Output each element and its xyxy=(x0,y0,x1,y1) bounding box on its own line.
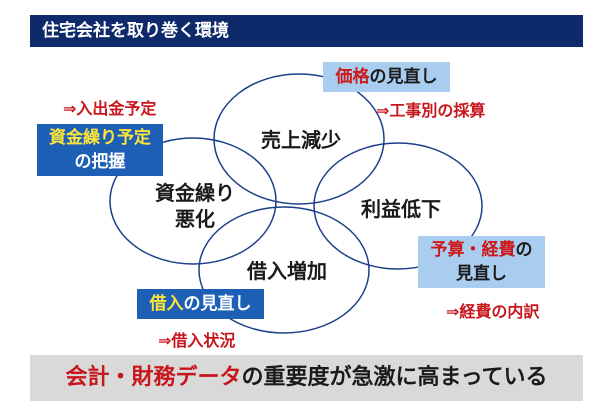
box-cashplan-highlight: 資金繰り予定 xyxy=(49,128,151,148)
ring-profit xyxy=(313,142,483,270)
ring-debt xyxy=(198,206,370,334)
footer-message: 会計・財務データの重要度が急激に高まっている xyxy=(30,355,583,401)
box-budget-highlight: 予算・経費 xyxy=(430,240,516,260)
label-cashflow-line2: 悪化 xyxy=(175,207,215,231)
box-budget-rest: の xyxy=(515,240,533,260)
footer-red-text: 会計・財務データ xyxy=(65,365,242,390)
label-profit-decline: 利益低下 xyxy=(361,197,441,221)
box-budget-review: 予算・経費の 見直し xyxy=(418,236,545,288)
arrow-cash-in-out: ⇒入出金予定 xyxy=(63,99,157,118)
box-budget-line2: 見直し xyxy=(456,264,507,284)
box-loan-rest: の見直し xyxy=(183,294,252,314)
ring-sales xyxy=(213,73,385,205)
label-cashflow-line1: 資金繰り xyxy=(155,181,235,205)
label-sales-decline: 売上減少 xyxy=(261,128,341,152)
page-title: 住宅会社を取り巻く環境 xyxy=(30,15,583,47)
footer-rest-text: の重要度が急激に高まっている xyxy=(241,365,548,390)
ring-cash xyxy=(109,137,277,265)
label-cashflow-worse: 資金繰り 悪化 xyxy=(145,180,245,232)
label-debt-increase: 借入増加 xyxy=(247,259,327,283)
box-price-review: 価格の見直し xyxy=(323,62,450,92)
box-price-rest: の見直し xyxy=(369,67,438,87)
box-cashplan: 資金繰り予定 の把握 xyxy=(37,124,163,176)
box-loan-review: 借入の見直し xyxy=(137,289,264,319)
arrow-loan-status: ⇒借入状況 xyxy=(158,331,236,350)
arrow-by-project: ⇒工事別の採算 xyxy=(376,101,486,120)
box-loan-highlight: 借入 xyxy=(149,294,184,314)
arrow-expense-detail: ⇒経費の内訳 xyxy=(446,302,540,321)
box-price-highlight: 価格 xyxy=(335,67,370,87)
box-cashplan-line2: の把握 xyxy=(74,152,126,172)
